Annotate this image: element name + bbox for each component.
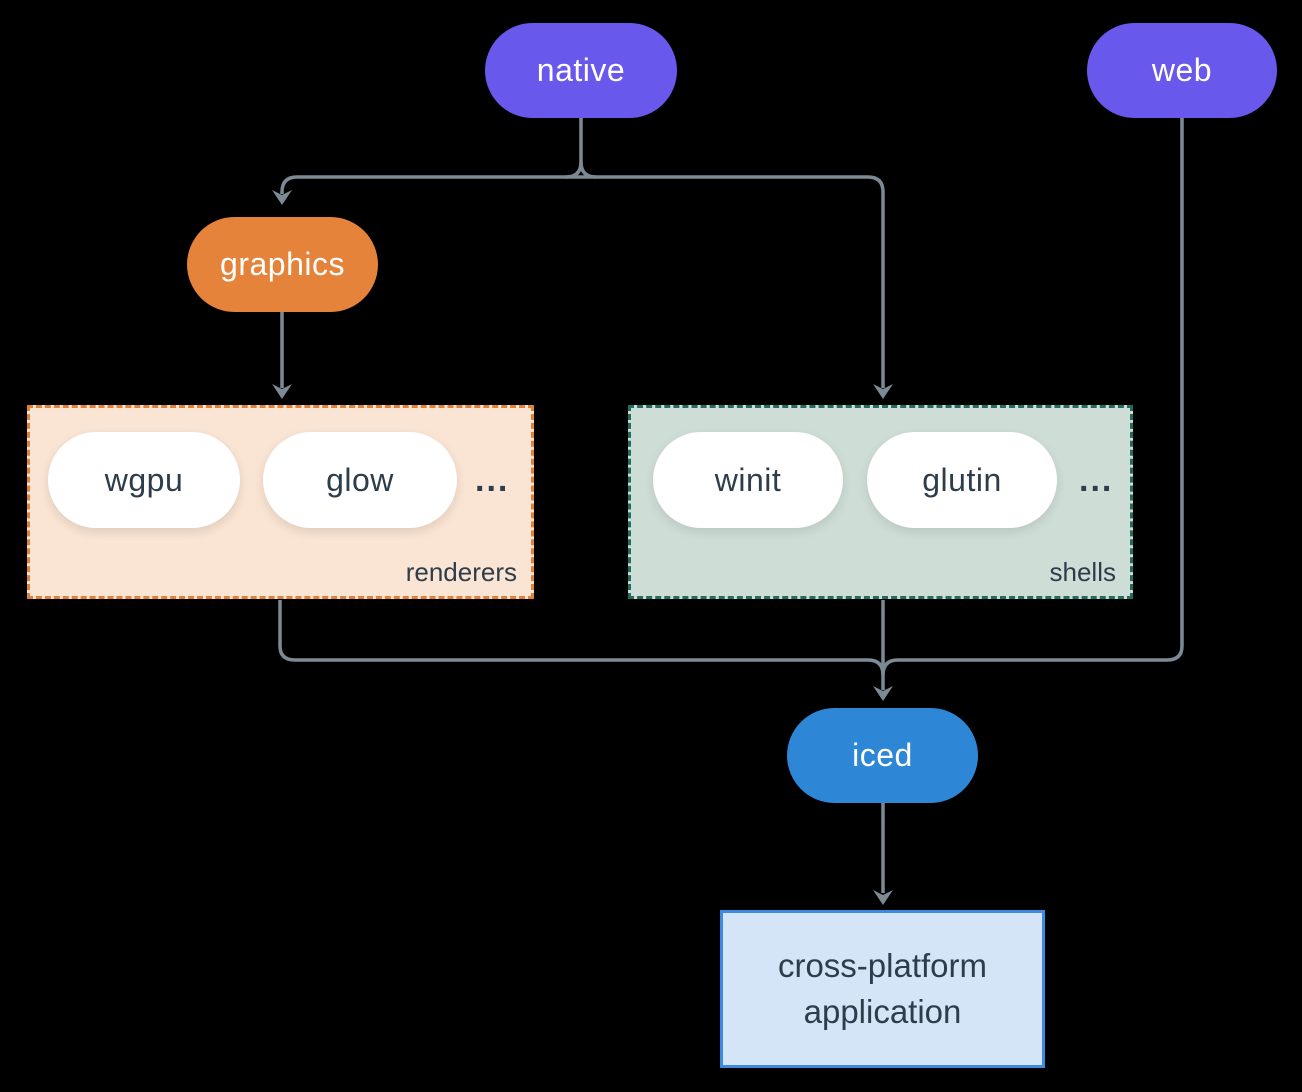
node-glutin-label: glutin <box>922 461 1002 498</box>
renderers-group-label: renderers <box>405 557 517 587</box>
node-iced: iced <box>787 708 978 803</box>
node-web-label: web <box>1151 52 1213 88</box>
node-wgpu-label: wgpu <box>104 461 184 498</box>
node-wgpu: wgpu <box>48 432 240 528</box>
shells-ellipsis: ... <box>1079 461 1114 499</box>
application-label-line2: application <box>803 993 962 1030</box>
node-web: web <box>1087 23 1277 118</box>
node-glow: glow <box>263 432 457 528</box>
renderers-ellipsis: ... <box>475 461 510 499</box>
node-glow-label: glow <box>326 461 394 498</box>
arrowhead-into-renderers <box>272 384 292 399</box>
node-winit-label: winit <box>714 461 782 498</box>
node-glutin: glutin <box>867 432 1057 528</box>
node-cross-platform-application: cross-platform application <box>720 910 1045 1068</box>
node-native: native <box>485 23 677 118</box>
arrowhead-into-iced <box>873 686 893 701</box>
group-shells: winit glutin ... shells <box>628 405 1133 599</box>
native-stub-left-flare <box>565 118 583 179</box>
renderers-to-iced-line <box>278 600 885 676</box>
node-graphics: graphics <box>187 217 378 312</box>
group-renderers: wgpu glow ... renderers <box>27 405 534 599</box>
shells-group-label: shells <box>1049 557 1116 587</box>
arrowhead-into-application <box>873 890 893 905</box>
arrowhead-into-graphics <box>272 190 292 205</box>
application-label-line1: cross-platform <box>777 947 988 984</box>
arrowhead-into-shells <box>873 384 893 399</box>
node-iced-label: iced <box>852 737 913 773</box>
node-graphics-label: graphics <box>220 246 345 282</box>
native-stub-right-flare <box>579 161 597 179</box>
node-winit: winit <box>653 432 843 528</box>
node-native-label: native <box>536 52 626 88</box>
